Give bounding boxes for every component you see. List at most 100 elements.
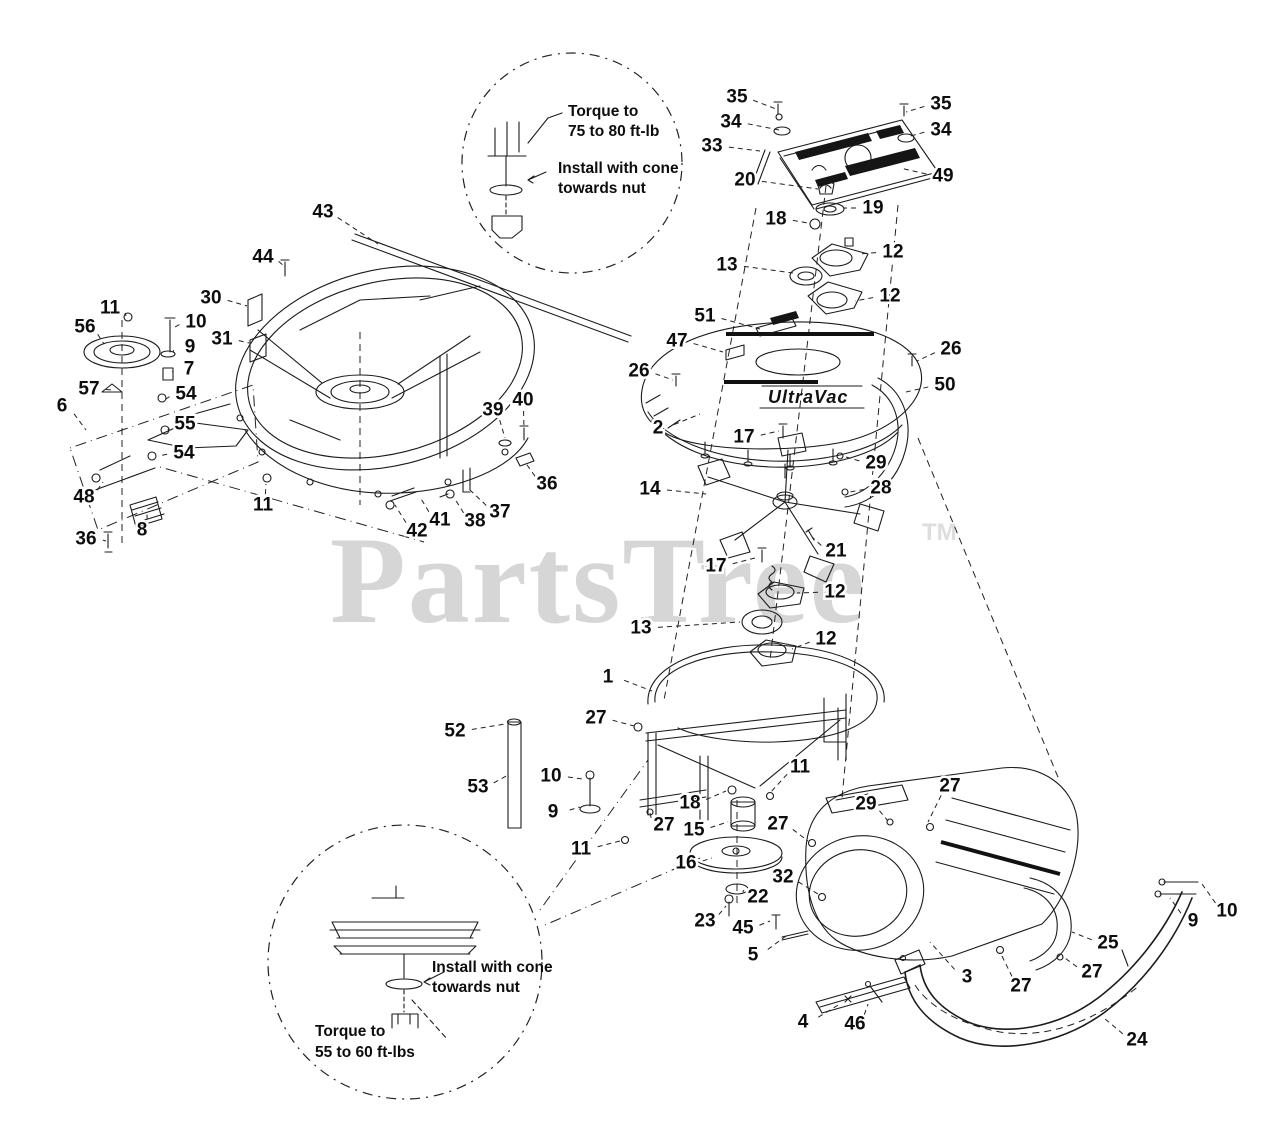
leader-line-52 bbox=[471, 723, 506, 730]
torque-note-top-1: Torque to bbox=[568, 103, 638, 120]
leader-line-44 bbox=[278, 260, 285, 267]
callout-57: 57 bbox=[78, 379, 99, 400]
leader-line-23 bbox=[718, 905, 727, 915]
leader-line-51 bbox=[721, 318, 761, 330]
callout-12: 12 bbox=[882, 242, 903, 263]
callout-55: 55 bbox=[174, 414, 196, 435]
leader-line-12 bbox=[791, 641, 810, 650]
leader-line-7 bbox=[171, 370, 174, 373]
leader-line-57 bbox=[105, 388, 113, 391]
callout-13: 13 bbox=[716, 255, 737, 276]
leader-line-10 bbox=[567, 776, 584, 780]
leader-line-13 bbox=[657, 621, 741, 628]
leader-line-36 bbox=[102, 539, 107, 542]
spindle-stack-lower bbox=[741, 547, 805, 667]
leader-line-10 bbox=[174, 324, 180, 328]
leader-line-35 bbox=[753, 99, 777, 110]
detail-circle-top-outline bbox=[461, 52, 683, 274]
callout-8: 8 bbox=[137, 520, 148, 541]
leader-line-12 bbox=[854, 297, 874, 302]
leader-line-1 bbox=[624, 679, 653, 692]
watermark: PartsTree TM bbox=[330, 512, 957, 649]
leader-line-34 bbox=[747, 123, 780, 131]
callout-12: 12 bbox=[824, 582, 845, 603]
idler-arm bbox=[147, 421, 249, 449]
top-cover-plate bbox=[752, 101, 941, 210]
spring bbox=[129, 496, 165, 528]
callout-32: 32 bbox=[772, 867, 793, 888]
callout-40: 40 bbox=[512, 390, 533, 411]
callout-12: 12 bbox=[879, 286, 900, 307]
leader-line-10 bbox=[1201, 883, 1216, 904]
side-bracket bbox=[844, 377, 909, 508]
leader-line-48 bbox=[96, 481, 104, 491]
watermark-text: PartsTree bbox=[330, 512, 867, 649]
callout-27: 27 bbox=[939, 776, 960, 797]
leader-line-27 bbox=[927, 795, 942, 823]
main-deck-housing: UltraVac bbox=[640, 311, 923, 508]
leader-line-11 bbox=[264, 483, 267, 495]
leader-line-3 bbox=[929, 941, 956, 970]
callout-10: 10 bbox=[185, 312, 206, 333]
leader-line-36 bbox=[524, 461, 536, 477]
callout-52: 52 bbox=[444, 721, 465, 742]
install-note-bottom-1: Install with cone bbox=[432, 959, 553, 976]
leader-line-2 bbox=[673, 413, 701, 425]
callout-13: 13 bbox=[630, 618, 651, 639]
leader-line-11 bbox=[124, 312, 127, 317]
leader-line-45 bbox=[759, 920, 771, 926]
leader-line-29 bbox=[845, 456, 860, 462]
callout-44: 44 bbox=[252, 247, 274, 268]
leader-line-14 bbox=[666, 489, 707, 495]
hinge-rod bbox=[752, 149, 771, 185]
chute-bracket bbox=[1029, 877, 1072, 971]
leader-line-13 bbox=[743, 265, 794, 274]
leader-line-56 bbox=[97, 334, 105, 345]
left-idler-parts bbox=[69, 312, 259, 553]
callout-26: 26 bbox=[628, 361, 649, 382]
callout-17: 17 bbox=[733, 427, 754, 448]
leader-line-6 bbox=[73, 413, 87, 431]
callout-7: 7 bbox=[184, 359, 195, 380]
callout-21: 21 bbox=[825, 541, 847, 562]
callout-11: 11 bbox=[100, 298, 121, 319]
leader-line-9 bbox=[569, 806, 581, 811]
support-rod bbox=[507, 721, 522, 829]
callout-42: 42 bbox=[406, 521, 427, 542]
callout-1: 1 bbox=[603, 667, 614, 688]
leader-line-27 bbox=[612, 719, 635, 727]
leader-line-24 bbox=[1103, 1017, 1124, 1035]
leader-line-26 bbox=[655, 373, 674, 381]
left-deck-assembly bbox=[235, 233, 632, 510]
leader-line-26 bbox=[916, 352, 936, 362]
torque-note-bottom-2: 55 to 60 ft-lbs bbox=[315, 1044, 415, 1061]
leader-line-18 bbox=[705, 790, 727, 800]
leader-line-20 bbox=[761, 180, 819, 190]
construction-lines bbox=[121, 185, 1061, 926]
callout-16: 16 bbox=[675, 853, 696, 874]
leader-line-11 bbox=[597, 840, 621, 848]
detail-circle-top: Torque to 75 to 80 ft-lb Install with co… bbox=[461, 52, 683, 274]
pulley-stack-glyph bbox=[329, 885, 481, 1041]
idler-pulley bbox=[83, 335, 161, 369]
install-note-bottom-2: towards nut bbox=[432, 979, 520, 996]
leader-line-50 bbox=[905, 386, 929, 393]
castle-nut-glyph bbox=[487, 112, 563, 239]
callout-41: 41 bbox=[429, 510, 451, 531]
leader-line-55 bbox=[167, 427, 170, 431]
callout-11: 11 bbox=[253, 495, 274, 516]
leader-line-42 bbox=[394, 504, 407, 523]
callout-26: 26 bbox=[940, 339, 961, 360]
callout-35: 35 bbox=[726, 87, 748, 108]
callout-27: 27 bbox=[1081, 962, 1102, 983]
callout-12: 12 bbox=[815, 629, 836, 650]
leader-line-54 bbox=[157, 453, 168, 457]
callout-37: 37 bbox=[489, 502, 510, 523]
blower-housing bbox=[795, 766, 1199, 971]
deck-brand-label: UltraVac bbox=[768, 387, 848, 407]
callout-9: 9 bbox=[1188, 911, 1199, 932]
leader-line-12 bbox=[796, 591, 819, 594]
mount-plate-outline bbox=[69, 384, 259, 531]
leader-line-18 bbox=[792, 219, 809, 224]
